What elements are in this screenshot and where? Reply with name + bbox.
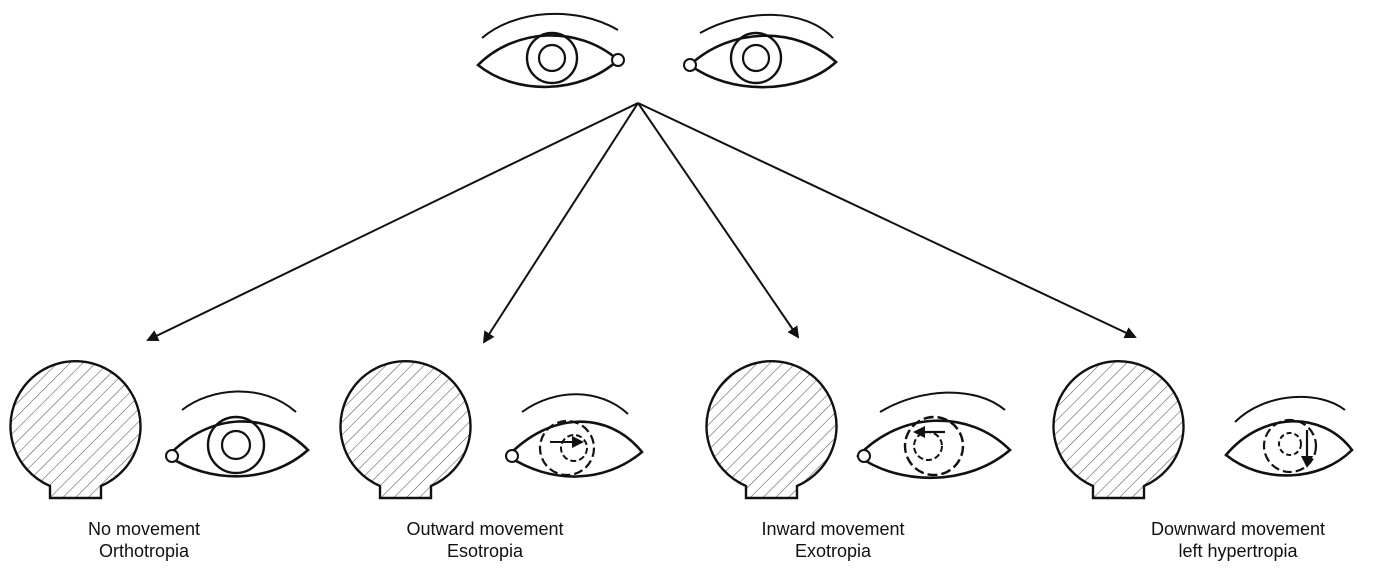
arrow-icon (146, 102, 639, 342)
caption-outward-movement: Outward movement Esotropia (355, 518, 615, 562)
caption-movement: No movement (87, 519, 201, 539)
occluder-card-icon (339, 360, 472, 500)
panel-inward-movement (705, 360, 1012, 500)
panel-downward-movement (1052, 360, 1354, 500)
caption-movement: Inward movement (761, 519, 905, 539)
uncovered-eye-icon (856, 391, 1012, 480)
uncovered-eye-icon (505, 393, 644, 478)
arrow-icon (637, 102, 800, 339)
occluder-card-icon (1052, 360, 1185, 500)
uncovered-eye-icon (165, 390, 310, 478)
arrows (146, 102, 1137, 344)
left-eye-icon (683, 13, 838, 89)
occluder-card-icon (9, 360, 142, 500)
panel-no-movement (9, 360, 310, 500)
caption-condition: Exotropia (794, 541, 872, 561)
caption-condition: Esotropia (446, 541, 524, 561)
caption-movement: Outward movement (406, 519, 564, 539)
panel-outward-movement (339, 360, 644, 500)
caption-condition: Orthotropia (98, 541, 190, 561)
caption-inward-movement: Inward movement Exotropia (703, 518, 963, 562)
caption-condition: left hypertropia (1178, 541, 1298, 561)
caption-no-movement: No movement Orthotropia (14, 518, 274, 562)
right-eye-icon (476, 12, 625, 89)
arrow-icon (637, 102, 1137, 339)
caption-downward-movement: Downward movement left hypertropia (1108, 518, 1368, 562)
arrow-icon (482, 102, 639, 344)
caption-movement: Downward movement (1150, 519, 1326, 539)
uncovered-eye-icon (1224, 395, 1354, 477)
occluder-card-icon (705, 360, 838, 500)
top-eyes-pair (476, 12, 838, 89)
